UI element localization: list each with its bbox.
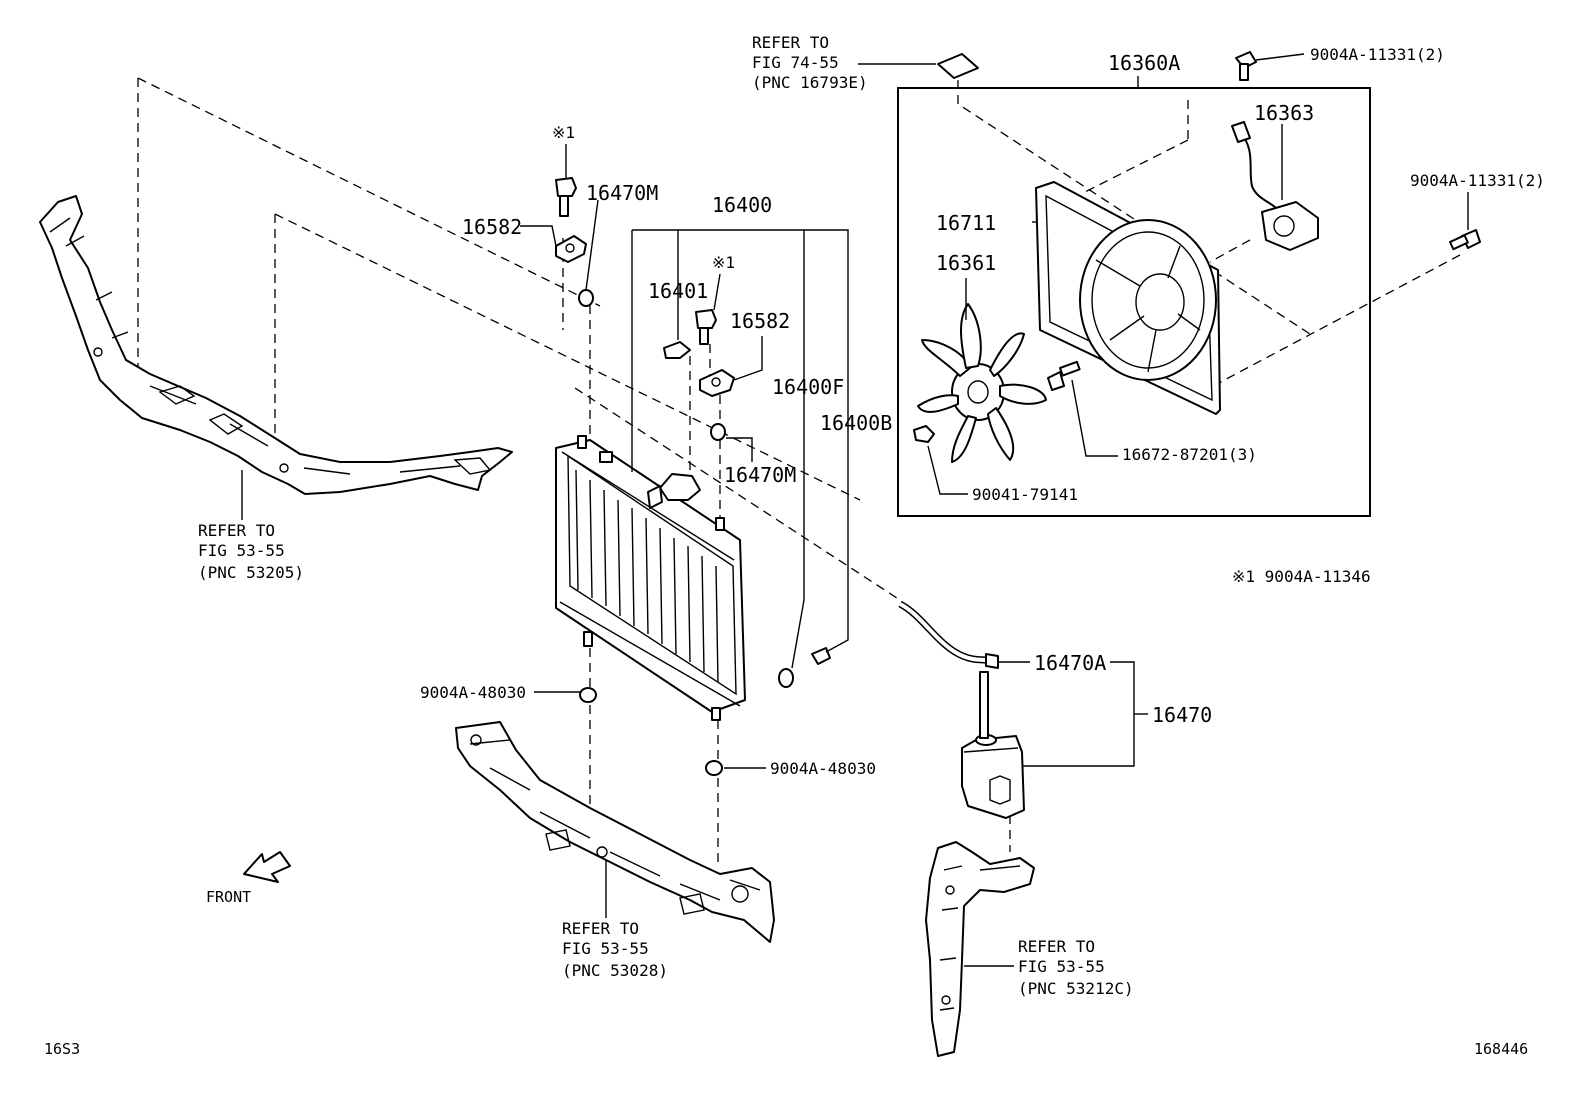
drain-plug [778, 647, 831, 688]
front-arrow-icon [243, 851, 291, 883]
refer-53205-line3: (PNC 53205) [198, 563, 304, 582]
side-radiator-support [925, 841, 1035, 1057]
label-bolt-right: 9004A-11331(2) [1410, 171, 1545, 190]
label-16360A: 16360A [1108, 51, 1180, 75]
refer-53212-line3: (PNC 53212C) [1018, 979, 1134, 998]
label-90041: 90041-79141 [972, 485, 1078, 504]
label-16400: 16400 [712, 193, 772, 217]
label-16363: 16363 [1254, 101, 1314, 125]
front-label: FRONT [206, 888, 251, 906]
refer-53028-line1: REFER TO [562, 919, 639, 938]
fan-fasteners [913, 51, 1481, 443]
refer-fig74-line3: (PNC 16793E) [752, 73, 868, 92]
refer-53028-line2: FIG 53-55 [562, 939, 649, 958]
label-16470M-lower: 16470M [724, 463, 796, 487]
lower-cushions [579, 687, 723, 776]
refer-53212-line1: REFER TO [1018, 937, 1095, 956]
label-16582-left: 16582 [462, 215, 522, 239]
note-mark-left: ※1 [552, 123, 575, 142]
label-bolt-top: 9004A-11331(2) [1310, 45, 1445, 64]
radiator-core [555, 435, 746, 721]
label-16470: 16470 [1152, 703, 1212, 727]
fan-blade [917, 303, 1047, 463]
label-16582-mid: 16582 [730, 309, 790, 333]
label-16711: 16711 [936, 211, 996, 235]
refer-53212-line2: FIG 53-55 [1018, 957, 1105, 976]
label-16470A: 16470A [1034, 651, 1106, 675]
page-code: 16S3 [44, 1040, 80, 1058]
note-footer: ※1 9004A-11346 [1232, 567, 1371, 586]
labels: REFER TO FIG 74-55 (PNC 16793E) 16360A 9… [44, 33, 1545, 1058]
label-9004A-48030-left: 9004A-48030 [420, 683, 526, 702]
fan-motor [1231, 121, 1319, 251]
diagram-id: 168446 [1474, 1040, 1528, 1058]
label-16470M-upper: 16470M [586, 181, 658, 205]
leader-lines [241, 53, 1469, 967]
radiator-fins [575, 469, 719, 683]
label-16401: 16401 [648, 279, 708, 303]
label-9004A-48030-right: 9004A-48030 [770, 759, 876, 778]
refer-53205-line1: REFER TO [198, 521, 275, 540]
refer-fig74-line1: REFER TO [752, 33, 829, 52]
note-mark-mid: ※1 [712, 253, 735, 272]
reserve-hose [898, 600, 999, 669]
refer-53028-line3: (PNC 53028) [562, 961, 668, 980]
refer-pad-fig74 [937, 53, 979, 79]
reserve-tank [961, 671, 1025, 819]
label-16400F: 16400F [772, 375, 844, 399]
fan-shroud [1035, 181, 1221, 415]
refer-53205-line2: FIG 53-55 [198, 541, 285, 560]
lower-radiator-support [455, 721, 775, 943]
label-16361: 16361 [936, 251, 996, 275]
label-16672: 16672-87201(3) [1122, 445, 1257, 464]
upper-fasteners [555, 177, 735, 441]
upper-radiator-support [39, 195, 513, 495]
fan-assembly-box [897, 87, 1371, 517]
label-16400B: 16400B [820, 411, 892, 435]
refer-fig74-line2: FIG 74-55 [752, 53, 839, 72]
